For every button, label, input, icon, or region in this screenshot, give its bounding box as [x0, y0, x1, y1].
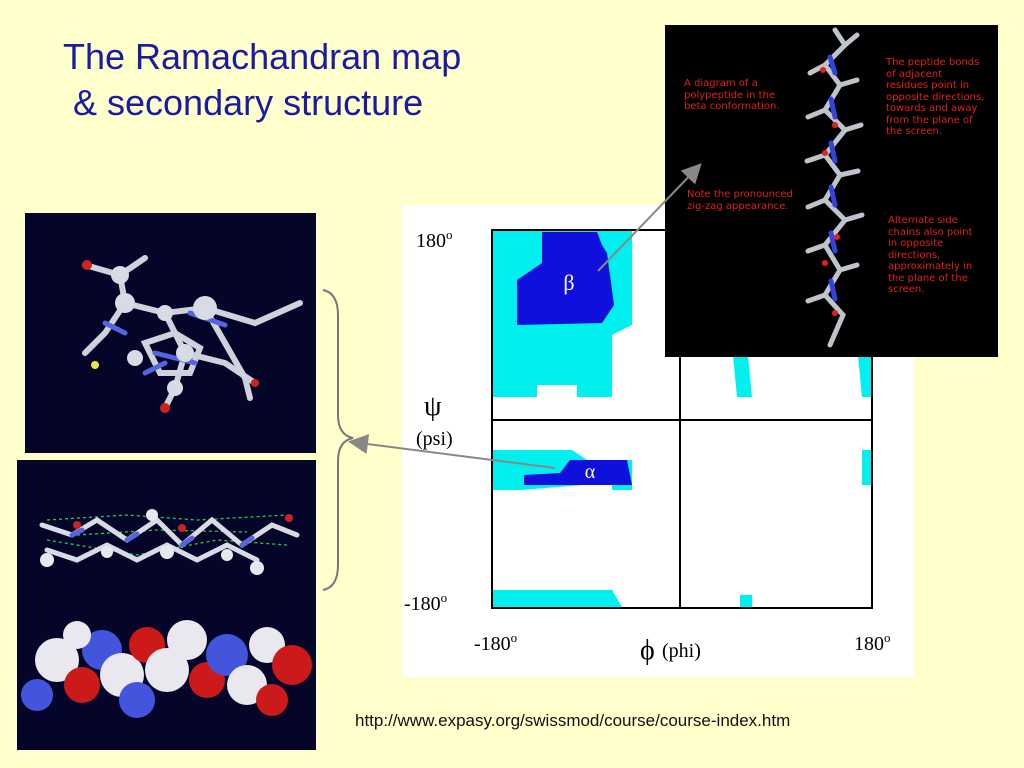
grouping-bracket	[322, 289, 354, 591]
beta-strand-image	[804, 27, 865, 348]
alpha-helix-side-view-image	[17, 460, 316, 750]
beta-region-label: β	[563, 270, 574, 295]
core-regions	[517, 232, 632, 485]
y-axis-bottom-label: -180o	[404, 590, 447, 615]
psi-axis-label: (psi)	[416, 428, 453, 450]
beta-conformation-panel: A diagram of a polypeptide in the beta c…	[665, 25, 998, 357]
beta-note-side-chains: Alternate side chains also point in oppo…	[888, 215, 973, 295]
phi-symbol: ϕ	[640, 635, 655, 666]
ramachandran-plot: β α 180o -180o -180o 180o ψ (psi) ϕ (phi…	[402, 205, 914, 677]
psi-symbol: ψ	[424, 391, 442, 422]
slide-title-line2: & secondary structure	[73, 82, 424, 123]
alpha-region-label: α	[585, 461, 596, 483]
beta-note-peptide-bonds: The peptide bonds of adjacent residues p…	[886, 57, 985, 137]
alpha-helix-top-view-image	[25, 213, 316, 453]
source-url: http://www.expasy.org/swissmod/course/co…	[355, 711, 791, 730]
beta-note-conformation: A diagram of a polypeptide in the beta c…	[684, 78, 780, 112]
x-axis-right-label: 180o	[854, 630, 891, 655]
x-axis-left-label: -180o	[474, 630, 517, 655]
phi-axis-label: (phi)	[662, 640, 701, 662]
y-axis-top-label: 180o	[416, 227, 453, 252]
slide-title-line1: The Ramachandran map	[63, 36, 462, 77]
beta-note-zigzag: Note the pronounced zig-zag appearance.	[687, 189, 793, 212]
